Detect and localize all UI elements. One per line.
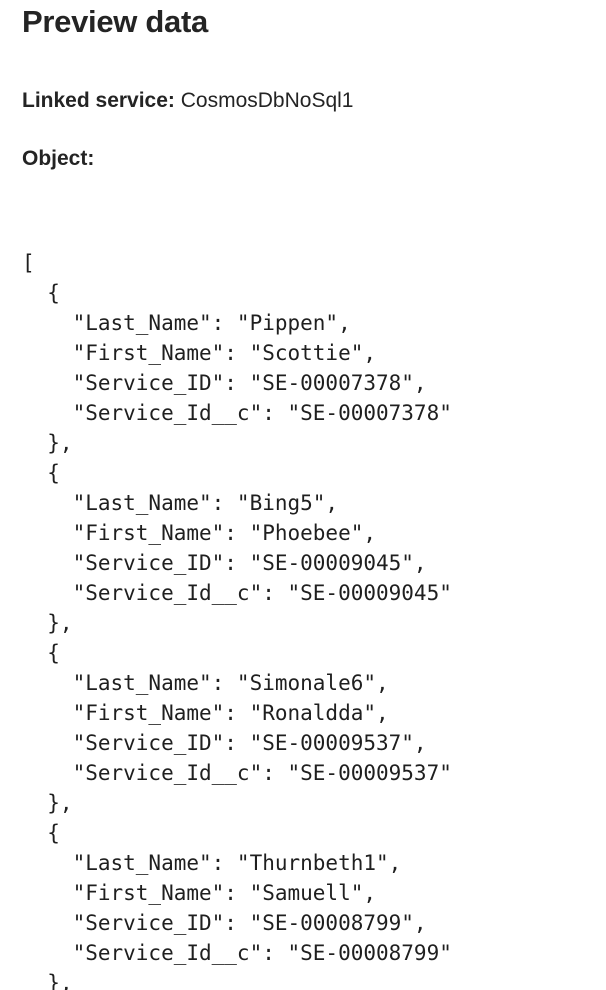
- json-field-line: "Last_Name": "Bing5",: [22, 491, 339, 515]
- object-row: Object:: [22, 145, 94, 173]
- linked-service-value: CosmosDbNoSql1: [180, 89, 354, 112]
- linked-service-row: Linked service: CosmosDbNoSql1: [22, 87, 354, 115]
- json-field-line: "First_Name": "Scottie",: [22, 341, 377, 365]
- json-field-line: "Service_Id__c": "SE-00009045": [22, 581, 452, 605]
- json-field-line: "First_Name": "Samuell",: [22, 881, 377, 905]
- json-array-open: [: [22, 251, 35, 275]
- json-field-line: "First_Name": "Phoebee",: [22, 521, 377, 545]
- object-label: Object:: [22, 147, 95, 170]
- json-object-open: {: [22, 461, 60, 485]
- json-object-open: {: [22, 821, 60, 845]
- json-object-open: {: [22, 281, 60, 305]
- json-field-line: "Last_Name": "Simonale6",: [22, 671, 389, 695]
- json-field-line: "Last_Name": "Pippen",: [22, 311, 351, 335]
- json-field-line: "Service_Id__c": "SE-00009537": [22, 761, 452, 785]
- json-field-line: "Service_ID": "SE-00009045",: [22, 551, 427, 575]
- json-object-close: },: [22, 611, 73, 635]
- json-object-close: },: [22, 791, 73, 815]
- json-preview[interactable]: [ { "Last_Name": "Pippen", "First_Name":…: [22, 248, 452, 990]
- json-field-line: "Service_Id__c": "SE-00008799": [22, 941, 452, 965]
- json-object-open: {: [22, 641, 60, 665]
- json-field-line: "Service_Id__c": "SE-00007378": [22, 401, 452, 425]
- json-field-line: "Last_Name": "Thurnbeth1",: [22, 851, 402, 875]
- json-field-line: "Service_ID": "SE-00008799",: [22, 911, 427, 935]
- json-field-line: "First_Name": "Ronaldda",: [22, 701, 389, 725]
- json-object-close: },: [22, 431, 73, 455]
- json-field-line: "Service_ID": "SE-00007378",: [22, 371, 427, 395]
- page-title: Preview data: [22, 4, 208, 39]
- json-object-close: },: [22, 971, 73, 990]
- linked-service-label: Linked service:: [22, 89, 175, 112]
- json-field-line: "Service_ID": "SE-00009537",: [22, 731, 427, 755]
